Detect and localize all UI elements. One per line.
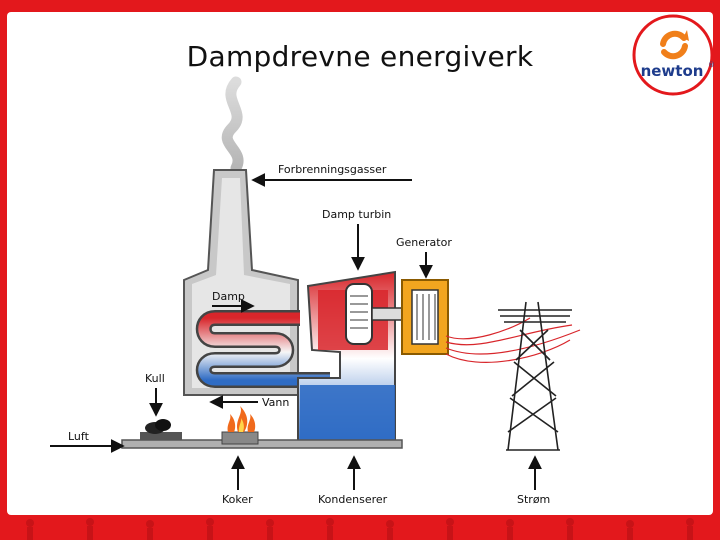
water-label: Vann: [262, 396, 289, 409]
turbine-rotor: [345, 283, 407, 345]
flue-gases-label: Forbrenningsgasser: [278, 163, 387, 176]
steam-turbine-label: Damp turbin: [322, 208, 391, 221]
power-label: Strøm: [517, 493, 550, 506]
slide-title: Dampdrevne energiverk: [186, 40, 534, 73]
steam-coil: [195, 310, 330, 388]
pylon: [498, 301, 572, 451]
svg-text:®: ®: [708, 61, 715, 69]
coal-pile: [140, 419, 182, 440]
boiler-label: Koker: [222, 493, 253, 506]
ground-base: [121, 439, 403, 449]
generator-label: Generator: [396, 236, 452, 249]
generator: [401, 279, 449, 355]
footer-decoration: [26, 518, 694, 540]
swirl-icon: [660, 30, 687, 47]
air-label: Luft: [68, 430, 90, 443]
power-lines: [445, 317, 581, 363]
newton-logo: newton ®: [632, 14, 715, 96]
coal-label: Kull: [145, 372, 165, 385]
logo-text: newton: [641, 62, 704, 80]
condenser-label: Kondenserer: [318, 493, 388, 506]
steam-label: Damp: [212, 290, 245, 303]
burner: [221, 406, 259, 445]
smoke-plume: [221, 76, 244, 174]
